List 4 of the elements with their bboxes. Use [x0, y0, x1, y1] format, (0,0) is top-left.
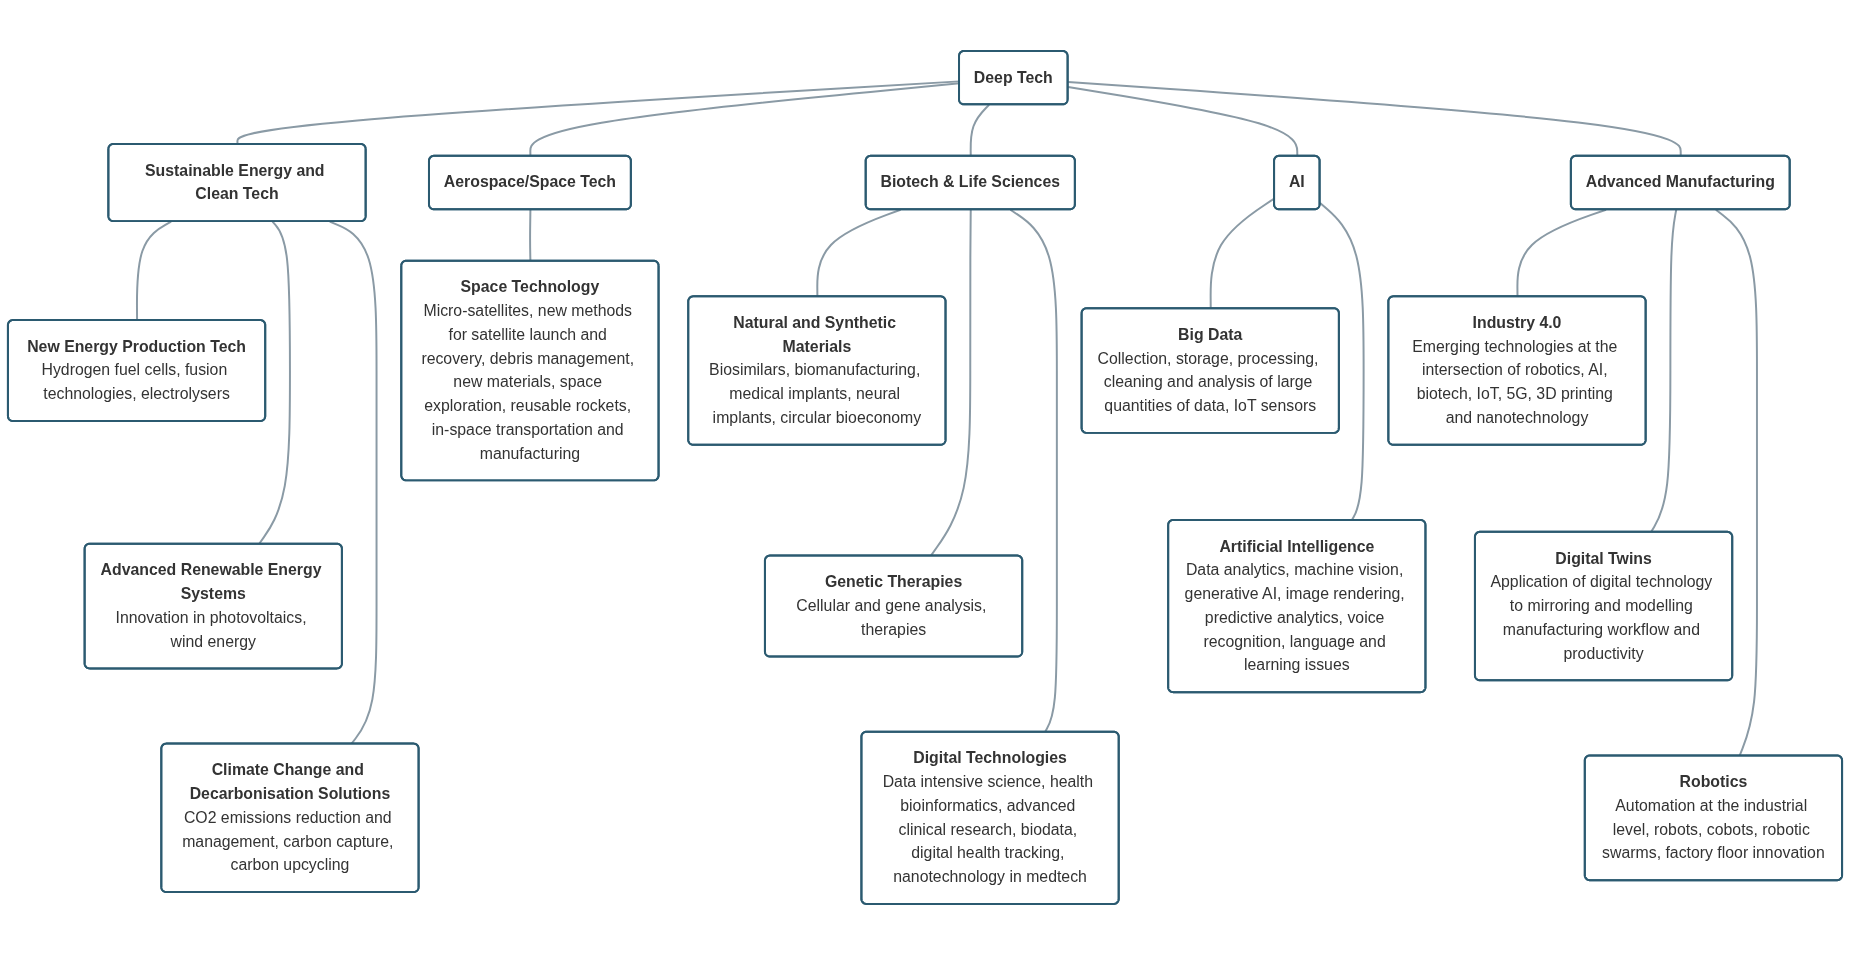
connector	[135, 220, 173, 322]
connector	[1516, 208, 1608, 298]
connector	[1319, 202, 1365, 522]
connector	[816, 208, 902, 298]
